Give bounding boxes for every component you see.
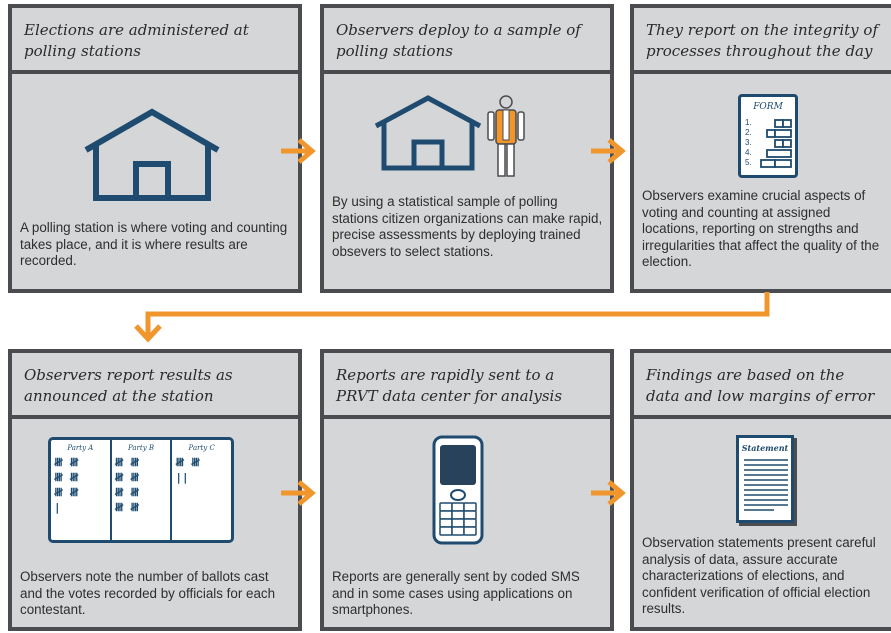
tally-marks: 𝍸 𝍸 xyxy=(114,501,140,514)
arrow-right-icon xyxy=(591,480,626,506)
tally-marks: 𝍸 𝍸 xyxy=(175,456,200,469)
form-icon: FORM 1. 2. 3. 4. 5. xyxy=(738,94,798,178)
arrow-right-icon xyxy=(281,480,316,506)
step-card-3: They report on the integrity of processe… xyxy=(630,4,891,293)
form-checkboxes xyxy=(760,119,792,168)
step-card-1: Elections are administered at polling st… xyxy=(8,4,302,293)
house-observer-icon xyxy=(374,95,525,177)
tally-marks: 𝍸 𝍸 xyxy=(54,471,79,484)
arrow-right-icon xyxy=(281,138,316,164)
party-label: Party A xyxy=(67,444,94,452)
form-number: 2. xyxy=(745,128,752,137)
arrow-right-icon xyxy=(591,138,626,164)
tally-column-a: Party A 𝍸 𝍸 𝍸 𝍸 𝍸 𝍸 | xyxy=(51,440,112,540)
tally-marks: 𝍸 𝍸 xyxy=(114,456,140,469)
tally-column-b: Party B 𝍸 𝍸 𝍸 𝍸 𝍸 𝍸 𝍸 𝍸 xyxy=(112,440,173,540)
tally-marks: 𝍸 𝍸 xyxy=(54,456,79,469)
step-description: Observers note the number of ballots cas… xyxy=(20,569,276,617)
connector-arrow-icon xyxy=(134,292,770,343)
document-text-lines xyxy=(744,459,788,511)
step-description: A polling station is where voting and co… xyxy=(20,220,288,268)
step-title: Observers report results as announced at… xyxy=(12,353,298,419)
statement-document-icon: Statement xyxy=(736,435,794,523)
party-label: Party B xyxy=(127,444,155,452)
tally-marks: || xyxy=(175,471,189,484)
step-title: Reports are rapidly sent to a PRVT data … xyxy=(324,353,610,419)
form-number: 1. xyxy=(745,118,752,127)
party-label: Party C xyxy=(188,444,215,452)
tally-sheet-icon: Party A 𝍸 𝍸 𝍸 𝍸 𝍸 𝍸 | Party B 𝍸 𝍸 𝍸 𝍸 𝍸 … xyxy=(48,437,234,543)
mobile-phone-icon xyxy=(432,435,484,545)
form-number: 3. xyxy=(745,138,752,147)
tally-marks: 𝍸 𝍸 xyxy=(114,486,140,499)
step-card-5: Reports are rapidly sent to a PRVT data … xyxy=(320,349,614,631)
tally-column-c: Party C 𝍸 𝍸 || xyxy=(172,440,231,540)
statement-label: Statement xyxy=(741,443,789,453)
step-title: Observers deploy to a sample of polling … xyxy=(324,8,610,74)
step-card-6: Findings are based on the data and low m… xyxy=(630,349,891,631)
step-description: Reports are generally sent by coded SMS … xyxy=(332,569,580,617)
step-description: Observation statements present careful a… xyxy=(642,535,876,616)
step-title: They report on the integrity of processe… xyxy=(634,8,891,74)
step-title: Findings are based on the data and low m… xyxy=(634,353,891,419)
form-number: 5. xyxy=(745,158,752,167)
tally-marks: 𝍸 𝍸 xyxy=(114,471,140,484)
step-card-4: Observers report results as announced at… xyxy=(8,349,302,631)
step-description: Observers examine crucial aspects of vot… xyxy=(642,188,880,269)
house-icon xyxy=(84,108,220,201)
observer-figure xyxy=(487,95,525,177)
step-card-2: Observers deploy to a sample of polling … xyxy=(320,4,614,293)
step-title: Elections are administered at polling st… xyxy=(12,8,298,74)
step-description: By using a statistical sample of polling… xyxy=(332,194,603,259)
form-label: FORM xyxy=(753,102,783,112)
tally-marks: | xyxy=(54,501,61,514)
form-number: 4. xyxy=(745,148,752,157)
tally-marks: 𝍸 𝍸 xyxy=(54,486,79,499)
